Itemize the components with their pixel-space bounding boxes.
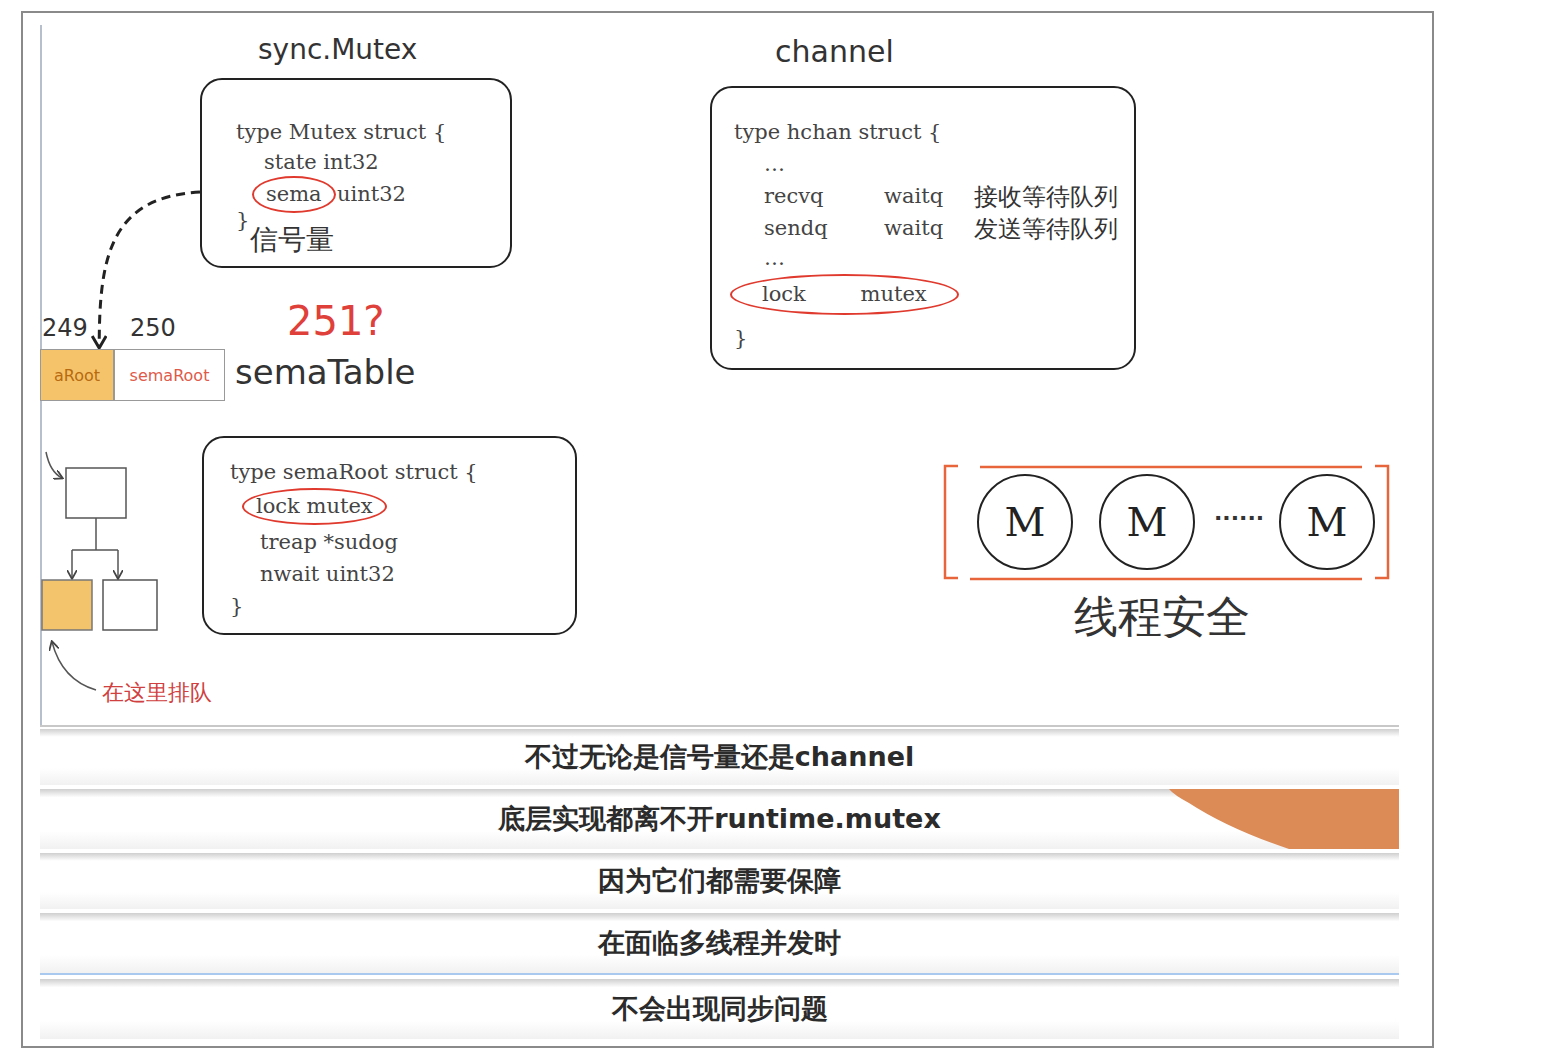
note-text: 接收等待队列 (974, 183, 1118, 211)
struct-title: channel (775, 36, 894, 68)
caption-text: 线程安全 (1074, 588, 1250, 647)
code-line: state int32 (264, 150, 379, 175)
subtitle-band: 不会出现同步问题 (40, 979, 1399, 1039)
note-text: 信号量 (250, 224, 334, 256)
code-line: recvq (764, 184, 824, 209)
code-line: waitq (884, 184, 943, 209)
code-line: treap *sudog (260, 530, 398, 555)
tree-node (103, 580, 157, 630)
code-line: } (236, 208, 249, 233)
tree-pointer (46, 452, 62, 478)
circled-field: lock mutex (730, 274, 959, 315)
subtitle-band: 在面临多线程并发时 (40, 913, 1399, 975)
code-line: } (734, 326, 747, 351)
tree-branch (72, 518, 118, 550)
ellipsis: ...... (1214, 500, 1264, 525)
node-text: M (1005, 499, 1046, 545)
table-cell: aRoot (40, 349, 114, 401)
dashed-arrow (99, 192, 200, 347)
node-text: 在面临多线程并发时 (598, 925, 841, 961)
bracket (945, 466, 958, 578)
struct-title: sync.Mutex (258, 34, 417, 66)
node-text: M (1127, 499, 1168, 545)
node-text: 不过无论是信号量还是channel (525, 739, 914, 775)
note-text: 发送等待队列 (974, 215, 1118, 243)
code-line: … (764, 152, 785, 177)
node-text: aRoot (54, 366, 100, 385)
tree-branch (71, 550, 73, 578)
subtitle-band: 底层实现都离不开runtime.mutex (40, 789, 1399, 849)
bracket (1375, 466, 1388, 578)
code-line: nwait uint32 (260, 562, 395, 587)
code-line: } (230, 594, 243, 619)
note-text: 在这里排队 (102, 678, 212, 708)
tree-branch (117, 550, 119, 578)
struct-box: type semaRoot struct { lock mutex treap *s… (202, 436, 577, 635)
code-line: type hchan struct { (734, 120, 941, 145)
bracket (980, 466, 1362, 469)
frame (22, 12, 1433, 1047)
circled-field: lock mutex (242, 488, 387, 525)
index-number: 249 (42, 314, 88, 342)
node-text: 不会出现同步问题 (612, 991, 828, 1027)
table-name: semaTable (235, 352, 416, 392)
thread-circle: M (1099, 474, 1195, 570)
circled-field: sema (252, 176, 336, 213)
hand-image (1169, 789, 1399, 849)
code-line: type semaRoot struct { (230, 460, 478, 485)
node-text: 因为它们都需要保障 (598, 863, 841, 899)
code-line: type Mutex struct { (236, 120, 446, 145)
hand-image (1169, 789, 1399, 849)
node-text: 底层实现都离不开runtime.mutex (498, 801, 941, 837)
slide-bottom (40, 725, 1399, 727)
node-text: M (1307, 499, 1348, 545)
thread-circle: M (1279, 474, 1375, 570)
node-text: semaRoot (130, 366, 210, 385)
struct-box: sync.Mutextype Mutex struct {state int32… (200, 78, 512, 268)
tree-node (42, 580, 92, 630)
leader-line (52, 642, 96, 690)
struct-box: channeltype hchan struct {…recvqwaitq接收等… (710, 86, 1136, 370)
table-cell: semaRoot (114, 349, 225, 401)
index-number: 250 (130, 314, 176, 342)
code-line: waitq (884, 216, 943, 241)
bracket (970, 578, 1362, 581)
code-line: uint32 (337, 182, 406, 207)
thread-circle: M (977, 474, 1073, 570)
code-line: … (764, 246, 785, 271)
subtitle-band: 因为它们都需要保障 (40, 853, 1399, 909)
tree-node (66, 468, 126, 518)
question-number: 251? (287, 298, 385, 344)
subtitle-band: 不过无论是信号量还是channel (40, 729, 1399, 785)
code-line: sendq (764, 216, 828, 241)
